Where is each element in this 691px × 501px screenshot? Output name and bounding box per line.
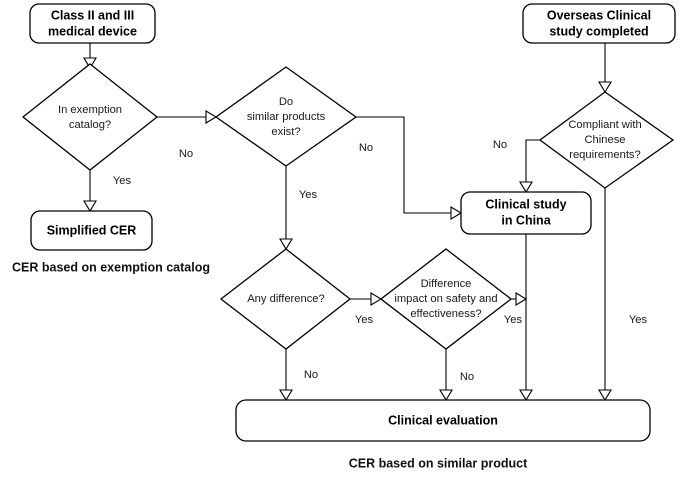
edge-label-anydiff-yes: Yes — [355, 314, 374, 326]
node-exemption-catalog[interactable]: In exemption catalog? — [21, 63, 159, 171]
arrowhead-compliant-no — [519, 181, 533, 194]
node-simplified-cer-label: Simplified CER — [47, 223, 137, 237]
edge-compliant-no — [525, 139, 540, 184]
caption-exemption-catalog: CER based on exemption catalog — [12, 260, 210, 274]
node-simplified-cer-box — [30, 210, 153, 251]
edge-similar-no — [356, 116, 453, 214]
node-compliant-chinese-line3: requirements? — [569, 149, 641, 161]
node-simplified-cer[interactable]: Simplified CER — [30, 210, 153, 251]
node-similar-products-line2: similar products — [247, 111, 326, 123]
node-exemption-catalog-diamond — [21, 63, 159, 171]
arrowhead-anydiff-no — [279, 389, 293, 402]
node-class-device-box — [29, 3, 156, 44]
node-exemption-catalog-line2: catalog? — [69, 119, 111, 131]
node-clinical-study-china-line2: in China — [501, 213, 551, 227]
arrowhead-impact-no — [439, 389, 453, 402]
node-difference-impact[interactable]: Difference impact on safety and effectiv… — [379, 248, 513, 350]
node-overseas-study-line1: Overseas Clinical — [547, 8, 651, 22]
node-compliant-chinese-line2: Chinese — [584, 134, 625, 146]
node-clinical-evaluation-label: Clinical evaluation — [388, 413, 498, 427]
node-difference-impact-line1: Difference — [421, 278, 472, 290]
node-any-difference-diamond — [219, 248, 352, 350]
node-exemption-catalog-line1: In exemption — [58, 104, 122, 116]
node-overseas-study[interactable]: Overseas Clinical study completed — [522, 3, 676, 44]
arrowhead-similar-no — [450, 206, 463, 220]
edge-label-anydiff-no: No — [304, 369, 318, 381]
node-class-device-line1: Class II and III — [51, 8, 134, 22]
edge-label-impact-yes: Yes — [504, 314, 523, 326]
node-class-device[interactable]: Class II and III medical device — [29, 3, 156, 44]
node-clinical-study-china-line1: Clinical study — [485, 197, 566, 211]
arrowhead-impact-yes — [515, 292, 528, 306]
node-difference-impact-line3: effectiveness? — [410, 308, 481, 320]
arrowhead-device-to-exemption — [83, 57, 97, 70]
node-compliant-chinese-diamond — [538, 91, 675, 189]
node-compliant-chinese-line1: Compliant with — [568, 119, 641, 131]
arrowhead-similar-yes — [279, 238, 293, 251]
node-any-difference[interactable]: Any difference? — [219, 248, 352, 350]
edge-label-impact-no: No — [460, 371, 474, 383]
node-similar-products[interactable]: Do similar products exist? — [214, 66, 358, 167]
arrowhead-overseas-to-compliant — [598, 81, 612, 94]
node-overseas-study-box — [522, 3, 676, 44]
edge-label-exemption-no: No — [179, 148, 193, 160]
node-difference-impact-diamond — [379, 248, 513, 350]
node-overseas-study-line2: study completed — [549, 24, 648, 38]
arrowhead-exemption-yes — [83, 200, 97, 213]
node-similar-products-line1: Do — [279, 96, 293, 108]
caption-similar-product: CER based on similar product — [349, 456, 528, 470]
node-clinical-study-china[interactable]: Clinical study in China — [460, 191, 592, 235]
edge-label-exemption-yes: Yes — [113, 175, 132, 187]
node-compliant-chinese[interactable]: Compliant with Chinese requirements? — [538, 91, 675, 189]
arrowhead-exemption-no — [205, 110, 218, 124]
arrowhead-compliant-yes — [598, 389, 612, 402]
node-similar-products-diamond — [214, 66, 358, 167]
node-any-difference-label: Any difference? — [247, 293, 325, 305]
edge-label-similar-yes: Yes — [299, 189, 318, 201]
arrowhead-china-to-evaluation — [519, 389, 533, 402]
node-clinical-evaluation[interactable]: Clinical evaluation — [235, 399, 651, 442]
node-class-device-line2: medical device — [48, 24, 137, 38]
edge-label-similar-no: No — [359, 142, 373, 154]
edge-label-compliant-no: No — [493, 139, 507, 151]
node-clinical-study-china-box — [460, 191, 592, 235]
arrowhead-anydiff-yes — [370, 292, 383, 306]
node-similar-products-line3: exist? — [271, 126, 300, 138]
node-clinical-evaluation-box — [235, 399, 651, 442]
node-difference-impact-line2: impact on safety and — [394, 293, 497, 305]
edge-label-compliant-yes: Yes — [629, 314, 648, 326]
